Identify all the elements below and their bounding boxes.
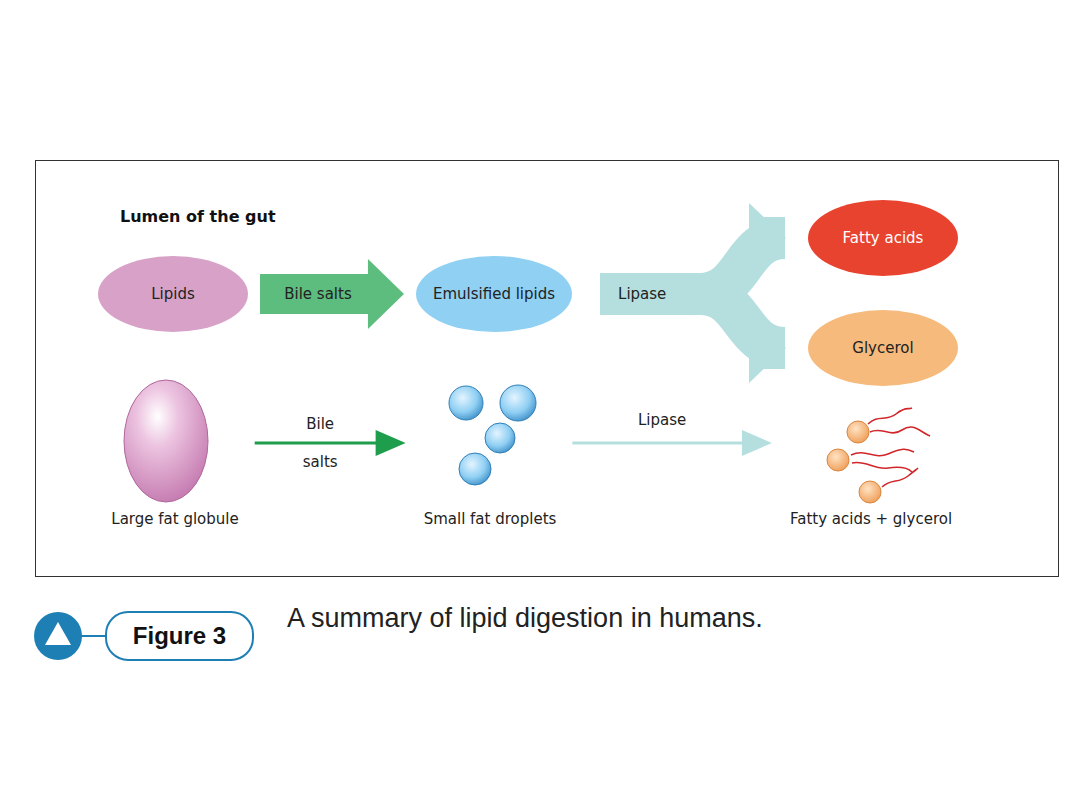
digestion-products: Fatty acids + glycerol [786, 400, 956, 528]
emulsion-ellipse: Emulsified lipids [416, 256, 572, 332]
arrow-head [749, 203, 786, 273]
connector [260, 259, 404, 329]
node-text: Small fat droplets [424, 510, 557, 528]
arrow-line [255, 442, 384, 445]
node-text: Emulsified lipids [433, 285, 555, 303]
diagram-title: Lumen of the gut [120, 207, 276, 226]
arrow-line [572, 442, 750, 445]
arrow-head [376, 430, 406, 456]
fatty-acid-ellipse: Fatty acids [808, 200, 958, 276]
node-text: Fatty acids + glycerol [790, 510, 952, 528]
fat-droplets: Small fat droplets [420, 380, 561, 528]
figure-number: Figure 3 [106, 612, 253, 660]
arrow-head [749, 313, 786, 383]
arrow-head [742, 430, 772, 456]
edge-label: Lipase [638, 411, 686, 429]
node-text: Lipids [151, 285, 195, 303]
connector [255, 430, 406, 456]
fat-globule: Large fat globule [107, 376, 242, 528]
connector [572, 430, 772, 456]
node-text: Large fat globule [111, 510, 238, 528]
edge-label: Lipase [618, 285, 666, 303]
glycerol-ellipse: Glycerol [808, 310, 958, 386]
edge-label: Bile salts [294, 405, 346, 481]
block-arrow [260, 259, 404, 329]
figure-caption: A summary of lipid digestion in humans. [287, 603, 763, 634]
node-text: Fatty acids [843, 229, 924, 247]
connector [600, 294, 786, 383]
node-text: Glycerol [852, 339, 913, 357]
edge-label: Bile salts [284, 285, 352, 303]
lipid-ellipse: Lipids [98, 256, 248, 332]
